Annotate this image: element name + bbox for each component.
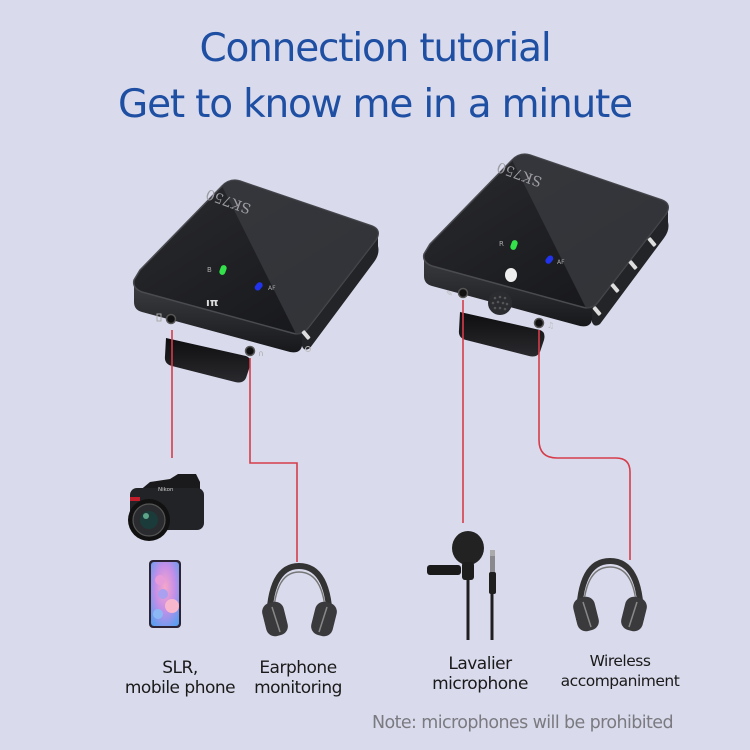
line-earphone-monitoring [249,358,298,562]
transmitter-device: SK750 B AF ıπ ∩ [132,179,379,383]
receiver-side-buttons [592,237,657,316]
green-led-icon [510,240,518,250]
headphone-jack-icon [244,345,256,357]
label-wireless-accompaniment: Wireless accompaniment [560,652,680,690]
pairing-button-icon [505,268,517,282]
lavalier-microphone-icon [427,531,496,640]
footer-note: Note: microphones will be prohibited [372,713,674,733]
blue-led-icon [545,255,554,264]
svg-text:B: B [207,266,212,274]
svg-text:♫: ♫ [547,321,554,330]
svg-text:∩: ∩ [258,349,264,358]
label-slr-mobile: SLR, mobile phone [124,658,236,698]
label-lavalier-microphone: Lavalier microphone [432,654,528,694]
headphones-icon [262,562,337,637]
microphone-grille-icon [488,291,512,315]
page-subtitle: Get to know me in a minute [118,82,633,127]
svg-text:AF: AF [268,285,276,292]
line-wireless-accompaniment [538,330,631,560]
output-jack-icon [165,313,177,325]
blue-led-icon [254,282,263,291]
connector-lines [171,300,631,562]
svg-text:Nikon: Nikon [158,487,174,493]
label-earphone-monitoring: Earphone monitoring [254,658,342,698]
mic-input-jack-icon [457,287,469,299]
accompaniment-jack-icon [533,317,545,329]
smartphone-icon [149,560,181,628]
page-title: Connection tutorial [199,26,551,71]
headphones-icon [573,557,647,632]
camera-icon: Nikon [128,474,204,541]
green-led-icon [219,265,227,275]
svg-text:R: R [499,240,504,248]
svg-text:✎: ✎ [446,289,453,298]
svg-text:AF: AF [557,259,565,266]
receiver-device: SK750 R AF ✎ ♫ [422,153,669,357]
wireless-mic-logo-icon: ıπ [206,296,219,309]
